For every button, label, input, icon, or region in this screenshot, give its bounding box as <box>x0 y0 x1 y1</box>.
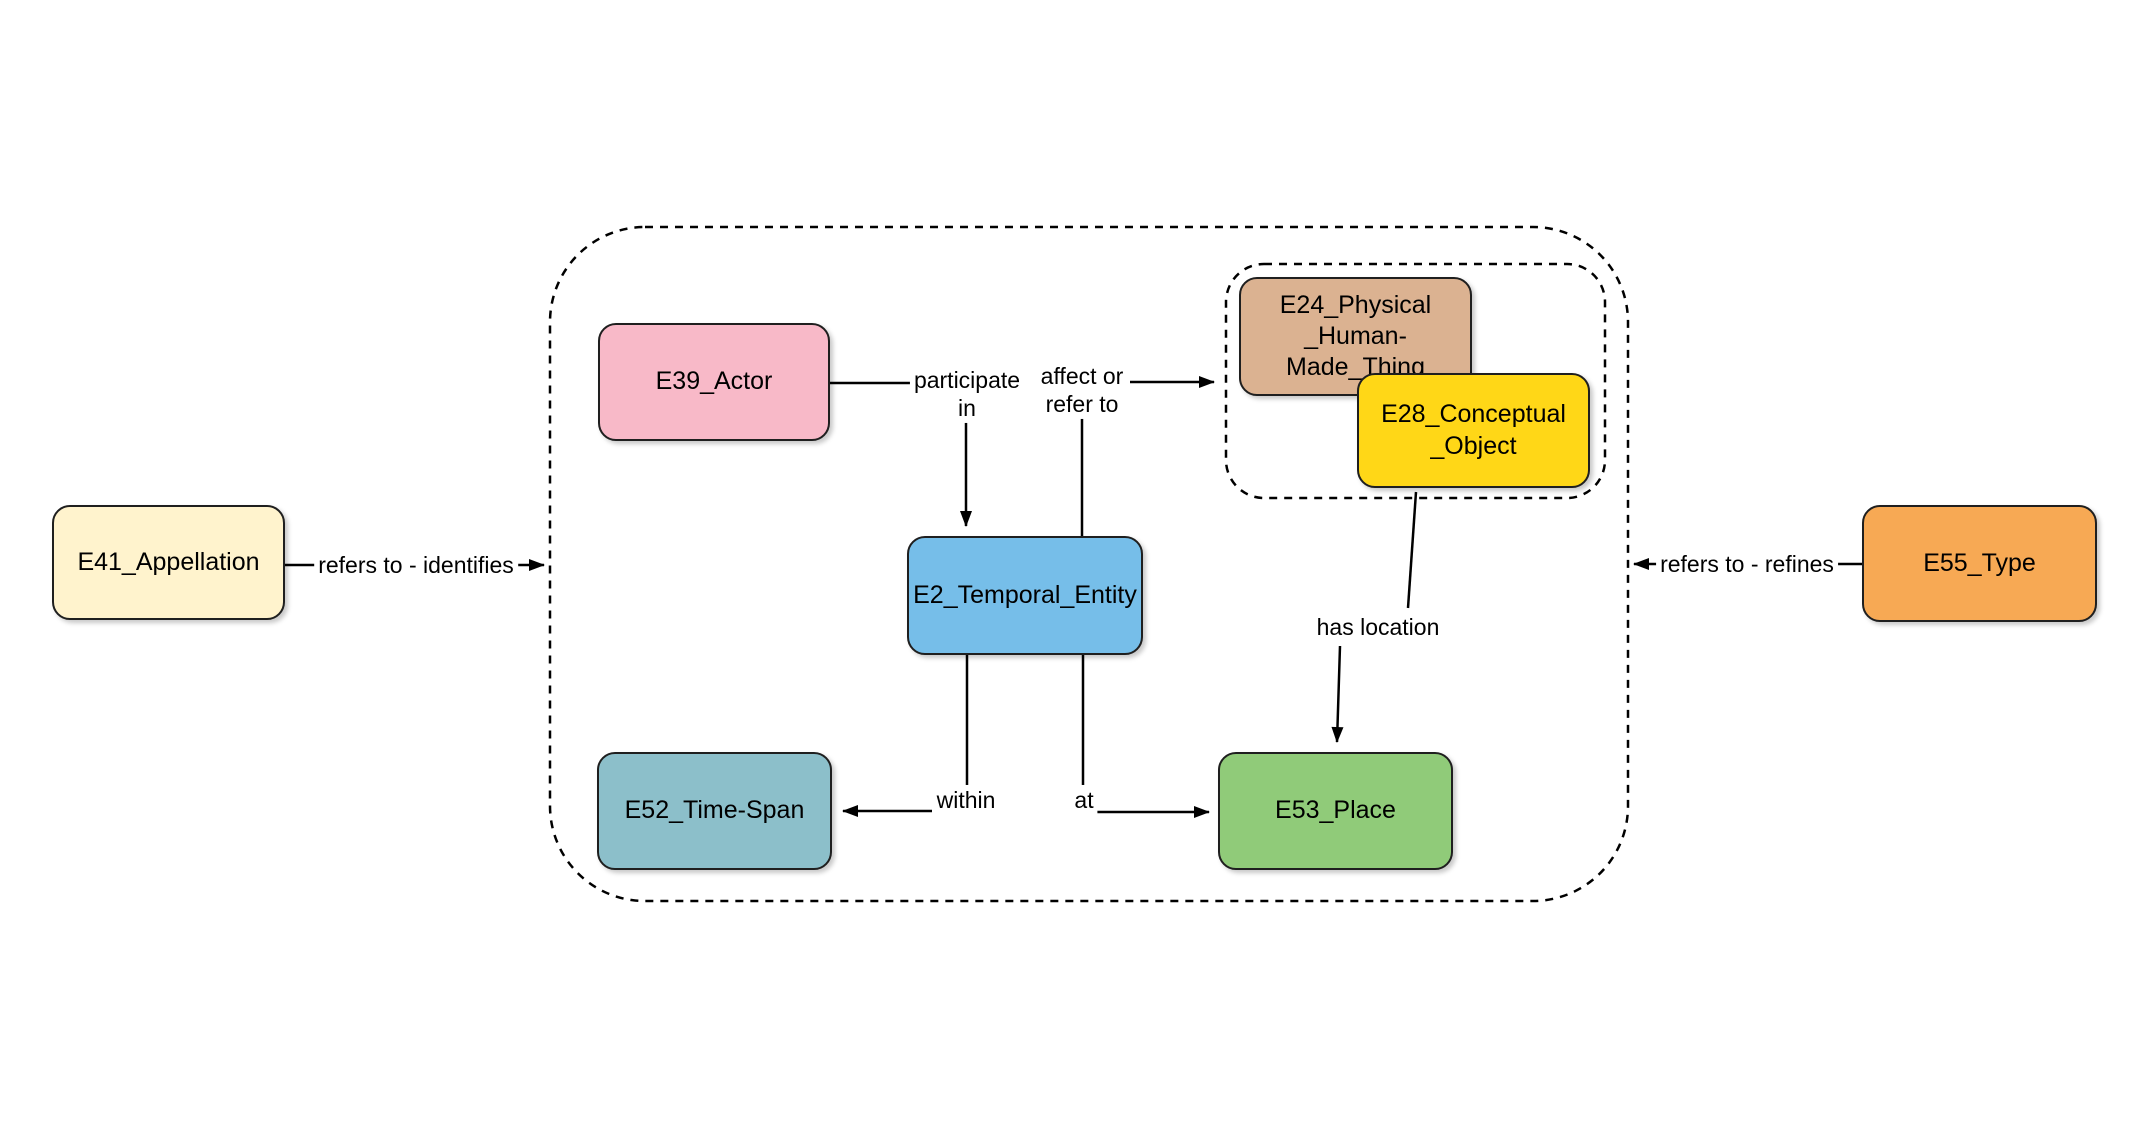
edge-has-location-arrow <box>1331 645 1344 743</box>
outer-group-boundary <box>548 225 1630 903</box>
inner-group-boundary <box>1224 262 1607 500</box>
node-e52-time-span[interactable]: E52_Time-Span <box>597 752 832 870</box>
node-e28-conceptual-object[interactable]: E28_Conceptual _Object <box>1357 373 1590 488</box>
edge-label-at: at <box>1070 784 1098 816</box>
edge-label-affect-or-refer-to: affect or refer to <box>1036 360 1128 420</box>
node-e2-temporal-entity[interactable]: E2_Temporal_Entity <box>907 536 1143 655</box>
node-e39-actor[interactable]: E39_Actor <box>598 323 830 441</box>
edge-label-within: within <box>932 784 1000 816</box>
node-e55-type[interactable]: E55_Type <box>1862 505 2097 622</box>
edge-label-refers-to-identifies: refers to - identifies <box>314 549 518 581</box>
edge-has-location-segment <box>1406 491 1418 609</box>
edge-label-participate-in: participate in <box>909 364 1025 424</box>
node-e41-appellation[interactable]: E41_Appellation <box>52 505 285 620</box>
edge-label-refers-to-refines: refers to - refines <box>1656 548 1838 580</box>
edge-label-has-location: has location <box>1312 611 1444 643</box>
node-e53-place[interactable]: E53_Place <box>1218 752 1453 870</box>
